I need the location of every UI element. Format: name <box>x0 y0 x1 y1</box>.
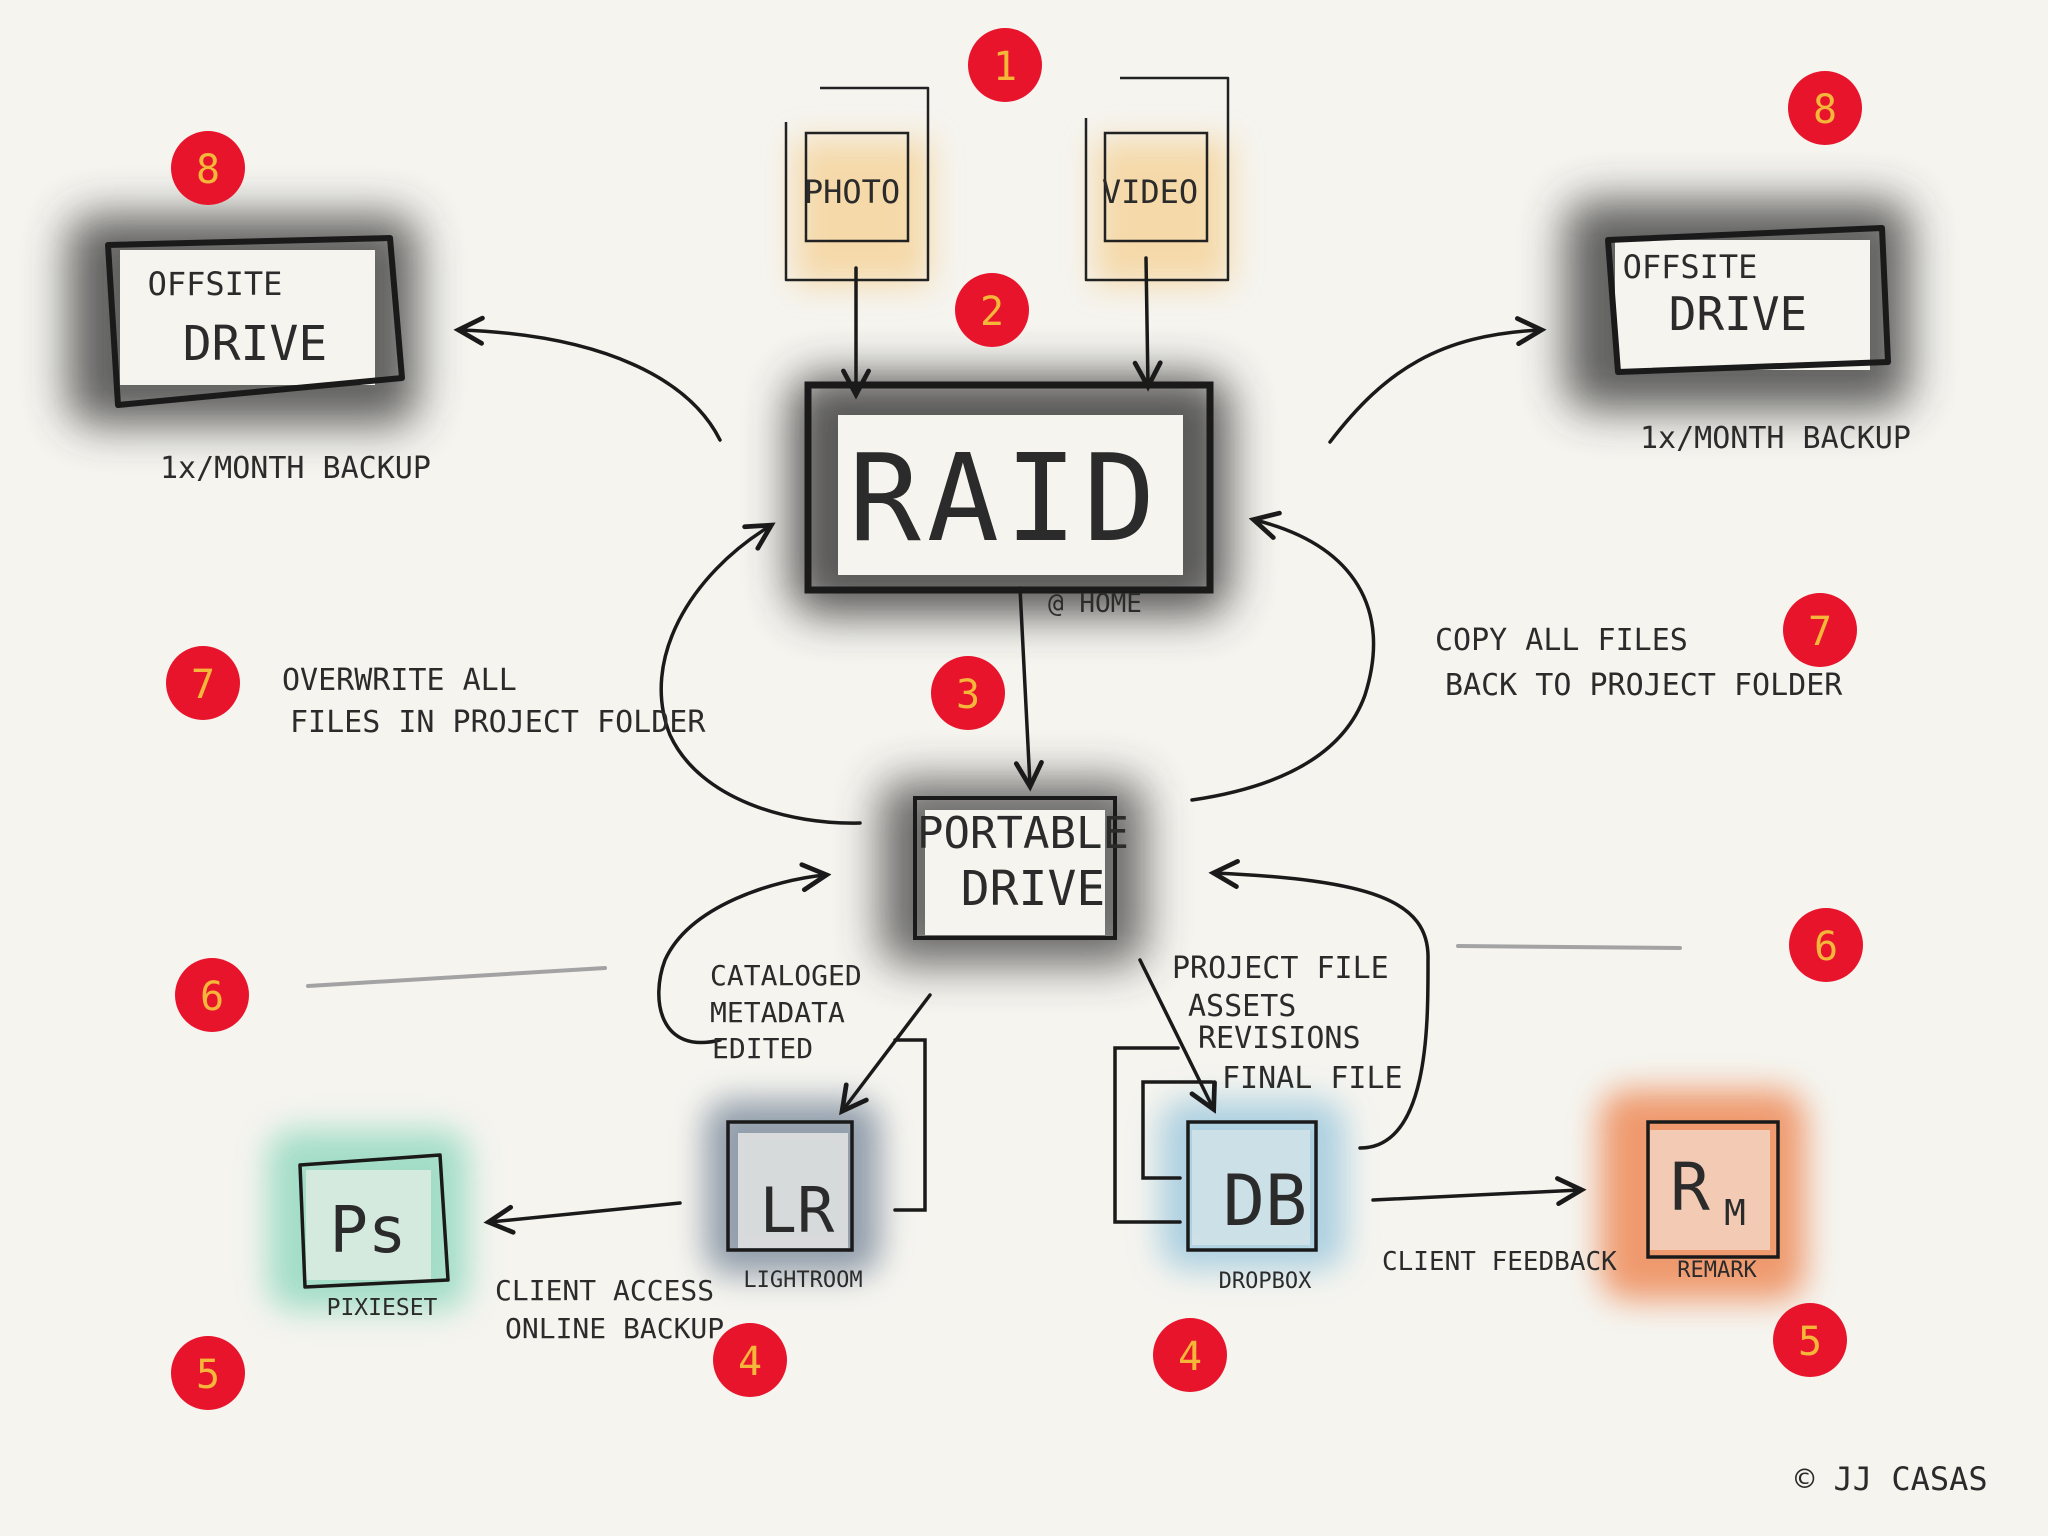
video-label: VIDEO <box>1102 173 1198 211</box>
portable-drive-label-1: PORTABLE <box>917 808 1129 859</box>
portable-drive-node: PORTABLE DRIVE <box>880 780 1145 965</box>
connector-arrows <box>460 256 1580 1224</box>
copy-text-1: COPY ALL FILES <box>1435 623 1688 658</box>
svg-text:7: 7 <box>191 662 215 708</box>
svg-text:4: 4 <box>1178 1334 1202 1380</box>
step-marker-5-right: 5 <box>1773 1303 1847 1377</box>
step-marker-1: 1 <box>968 28 1042 102</box>
svg-text:8: 8 <box>196 147 220 193</box>
svg-text:7: 7 <box>1808 609 1832 655</box>
lr-caption: LIGHTROOM <box>743 1268 862 1293</box>
dropbox-node: DB DROPBOX <box>1160 1100 1345 1294</box>
ps-caption: PIXIESET <box>327 1295 438 1321</box>
remark-node: R M REMARK <box>1600 1090 1805 1300</box>
arrow-portable-to-lr <box>843 993 932 1110</box>
arrow-video-to-raid <box>1146 256 1148 385</box>
project-text-2: ASSETS <box>1188 989 1296 1024</box>
offsite-right-label-2: DRIVE <box>1669 287 1807 341</box>
svg-text:1: 1 <box>993 44 1017 90</box>
raid-sublabel: @ HOME <box>1048 589 1142 619</box>
svg-text:8: 8 <box>1813 87 1837 133</box>
step-marker-8-right: 8 <box>1788 71 1862 145</box>
video-card: VIDEO <box>1084 76 1230 285</box>
divider-left <box>306 966 607 988</box>
overwrite-text-1: OVERWRITE ALL <box>282 663 517 698</box>
credit-text: © JJ CASAS <box>1795 1460 1988 1498</box>
arrow-raid-to-portable <box>1020 586 1030 785</box>
svg-text:4: 4 <box>738 1339 762 1385</box>
offsite-drive-left: OFFSITE DRIVE <box>68 215 418 425</box>
step-marker-2: 2 <box>955 273 1029 347</box>
arrow-raid-to-offsite-left <box>460 330 722 442</box>
divider-right <box>1456 944 1682 950</box>
project-text-1: PROJECT FILE <box>1172 951 1389 986</box>
arrow-portable-to-raid-left <box>659 526 862 825</box>
step-marker-3: 3 <box>931 656 1005 730</box>
rm-mark-m: M <box>1724 1193 1746 1234</box>
cataloged-text-3: EDITED <box>712 1032 813 1065</box>
db-caption: DROPBOX <box>1219 1269 1312 1294</box>
raid-node: RAID @ HOME <box>790 375 1230 619</box>
portable-drive-label-2: DRIVE <box>961 861 1106 917</box>
cataloged-text-2: METADATA <box>710 996 845 1029</box>
arrow-portable-to-raid-right <box>1190 520 1376 802</box>
step-marker-6-left: 6 <box>175 958 249 1032</box>
step-marker-8-left: 8 <box>171 131 245 205</box>
svg-text:5: 5 <box>196 1352 220 1398</box>
backup-right-text: 1x/MONTH BACKUP <box>1640 421 1911 456</box>
cataloged-text-1: CATALOGED <box>710 959 862 992</box>
client-access-text-1: CLIENT ACCESS <box>495 1274 714 1307</box>
step-marker-7-right: 7 <box>1783 593 1857 667</box>
bracket-dropbox-inner <box>1141 1080 1214 1180</box>
lightroom-node: LR LIGHTROOM <box>705 1100 880 1293</box>
svg-text:5: 5 <box>1798 1319 1822 1365</box>
bracket-dropbox-outer <box>1113 1046 1182 1224</box>
step-marker-5-left: 5 <box>171 1336 245 1410</box>
svg-text:2: 2 <box>980 289 1004 335</box>
svg-text:3: 3 <box>956 672 980 718</box>
svg-text:6: 6 <box>1814 924 1838 970</box>
client-feedback-text: CLIENT FEEDBACK <box>1382 1247 1617 1277</box>
ps-mark: Ps <box>329 1194 406 1268</box>
step-markers: 1 2 3 4 4 5 5 6 <box>166 28 1863 1410</box>
photo-label: PHOTO <box>804 173 900 211</box>
pixieset-node: Ps PIXIESET <box>268 1130 468 1321</box>
arrow-db-to-portable <box>1215 873 1430 1150</box>
offsite-right-label-1: OFFSITE <box>1623 248 1758 286</box>
svg-text:6: 6 <box>200 974 224 1020</box>
offsite-left-label-1: OFFSITE <box>148 265 283 303</box>
lr-mark: LR <box>760 1174 835 1247</box>
copy-text-2: BACK TO PROJECT FOLDER <box>1445 668 1843 703</box>
photo-card: PHOTO <box>784 86 930 285</box>
rm-caption: REMARK <box>1677 1258 1757 1283</box>
arrow-lr-to-pixieset <box>490 1201 682 1222</box>
client-access-text-2: ONLINE BACKUP <box>505 1312 724 1345</box>
arrow-db-to-remark <box>1371 1190 1580 1200</box>
bracket-lightroom <box>893 1038 927 1212</box>
arrow-lr-to-portable <box>657 875 825 1045</box>
step-marker-6-right: 6 <box>1789 908 1863 982</box>
raid-label: RAID <box>849 430 1162 569</box>
step-marker-4-right: 4 <box>1153 1318 1227 1392</box>
backup-left-text: 1x/MONTH BACKUP <box>160 451 431 486</box>
project-text-3: REVISIONS <box>1198 1021 1361 1056</box>
offsite-drive-right: OFFSITE DRIVE <box>1565 200 1910 410</box>
project-text-4: FINAL FILE <box>1222 1061 1403 1096</box>
db-mark: DB <box>1223 1160 1307 1242</box>
rm-mark-r: R <box>1670 1149 1710 1226</box>
step-marker-4-left: 4 <box>713 1323 787 1397</box>
step-marker-7-left: 7 <box>166 646 240 720</box>
arrow-raid-to-offsite-right <box>1328 330 1540 444</box>
overwrite-text-2: FILES IN PROJECT FOLDER <box>290 705 706 740</box>
offsite-left-label-2: DRIVE <box>183 316 328 372</box>
